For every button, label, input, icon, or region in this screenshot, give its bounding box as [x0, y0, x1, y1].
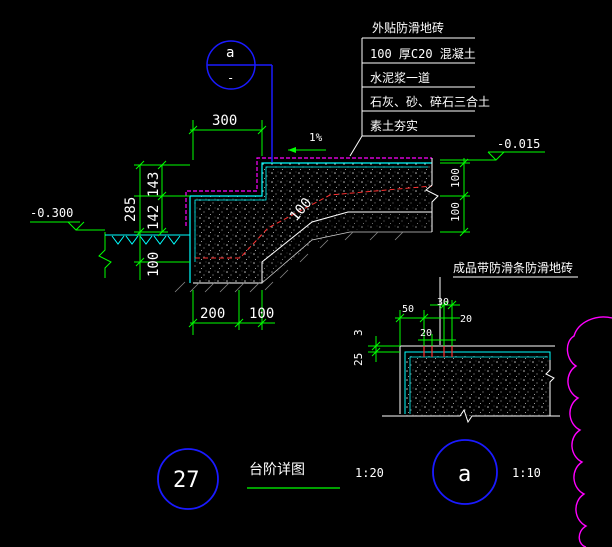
detail-a-break — [545, 360, 555, 416]
footer-number: 27 — [173, 468, 200, 493]
layer-callout: 外贴防滑地砖 100 厚C20 混凝土 水泥浆一道 石灰、砂、碎石三合土 素土夯… — [349, 20, 490, 157]
layer-concrete: 100 厚C20 混凝土 — [370, 46, 476, 61]
detail-a-section: 成品带防滑条防滑地砖 — [352, 260, 578, 424]
earth-hatch — [174, 231, 404, 293]
elevation-top: -0.015 — [440, 137, 545, 161]
footer-scale-1: 1:20 — [355, 466, 384, 480]
layer-tile: 外贴防滑地砖 — [372, 20, 444, 35]
dim-riser-285: 285 — [123, 197, 139, 222]
dim-bottom-100: 100 — [146, 252, 162, 277]
step-section: 1% — [98, 131, 439, 293]
layer-mortar: 水泥浆一道 — [370, 70, 430, 85]
break-mark-left — [98, 232, 112, 278]
dim-slab-100a: 100 — [449, 168, 462, 188]
detail-a-title: 成品带防滑条防滑地砖 — [453, 260, 573, 275]
layer-soil: 素土夯实 — [370, 118, 418, 133]
bottom-outline — [193, 211, 432, 284]
elevation-ground: -0.300 — [30, 206, 105, 231]
step-outline — [189, 162, 432, 283]
slope-label: 1% — [309, 131, 323, 144]
detail-a-dim-20b: 20 — [460, 314, 472, 325]
dim-foot — [188, 290, 275, 335]
dim-foot-200: 200 — [200, 306, 225, 322]
dim-slab — [440, 158, 470, 237]
detail-a-dim-20a: 20 — [420, 328, 432, 339]
detail-a-inner — [409, 356, 548, 414]
dim-vertical — [134, 160, 190, 280]
step-inner-outline — [194, 166, 428, 262]
marker-top-letter: a — [226, 45, 234, 61]
footer-number-circle — [157, 448, 219, 510]
layer-base: 石灰、砂、碎石三合土 — [370, 94, 490, 109]
detail-a-dim-30: 30 — [437, 297, 449, 308]
dim-tread-label: 300 — [212, 113, 237, 129]
detail-a-dims — [368, 300, 460, 362]
footer-detail-circle — [432, 439, 498, 505]
tile-finish-line — [185, 157, 432, 226]
dim-tread — [188, 120, 267, 160]
detail-a-dim-50: 50 — [402, 304, 414, 315]
footer-titles: 27 台阶详图 1:20 a 1:10 — [157, 439, 541, 510]
detail-a-cyan — [404, 351, 551, 414]
elevation-ground-value: -0.300 — [30, 206, 73, 220]
detail-a-concrete — [405, 356, 550, 416]
soil-line — [261, 231, 432, 284]
ground-hatch — [111, 235, 181, 245]
elevation-top-value: -0.015 — [497, 137, 540, 151]
dim-riser-143: 143 — [146, 172, 162, 197]
slope-arrowhead — [288, 147, 296, 153]
detail-a-dim-25: 25 — [352, 353, 365, 366]
detail-a-grooves — [423, 346, 453, 357]
revision-cloud — [566, 316, 612, 547]
marker-top-sub: - — [227, 71, 234, 85]
concrete-fill — [193, 163, 432, 283]
footer-detail-letter: a — [458, 462, 471, 487]
dim-riser-142: 142 — [146, 205, 162, 230]
detail-a-dim-3: 3 — [352, 329, 365, 336]
footer-title: 台阶详图 — [249, 462, 305, 478]
dim-foot-100: 100 — [249, 306, 274, 322]
detail-marker-top: a - — [206, 40, 273, 162]
break-mark-right — [425, 158, 439, 232]
detail-a-bottom — [382, 408, 560, 424]
dim-slab-100b: 100 — [449, 202, 462, 222]
footer-scale-2: 1:10 — [512, 466, 541, 480]
